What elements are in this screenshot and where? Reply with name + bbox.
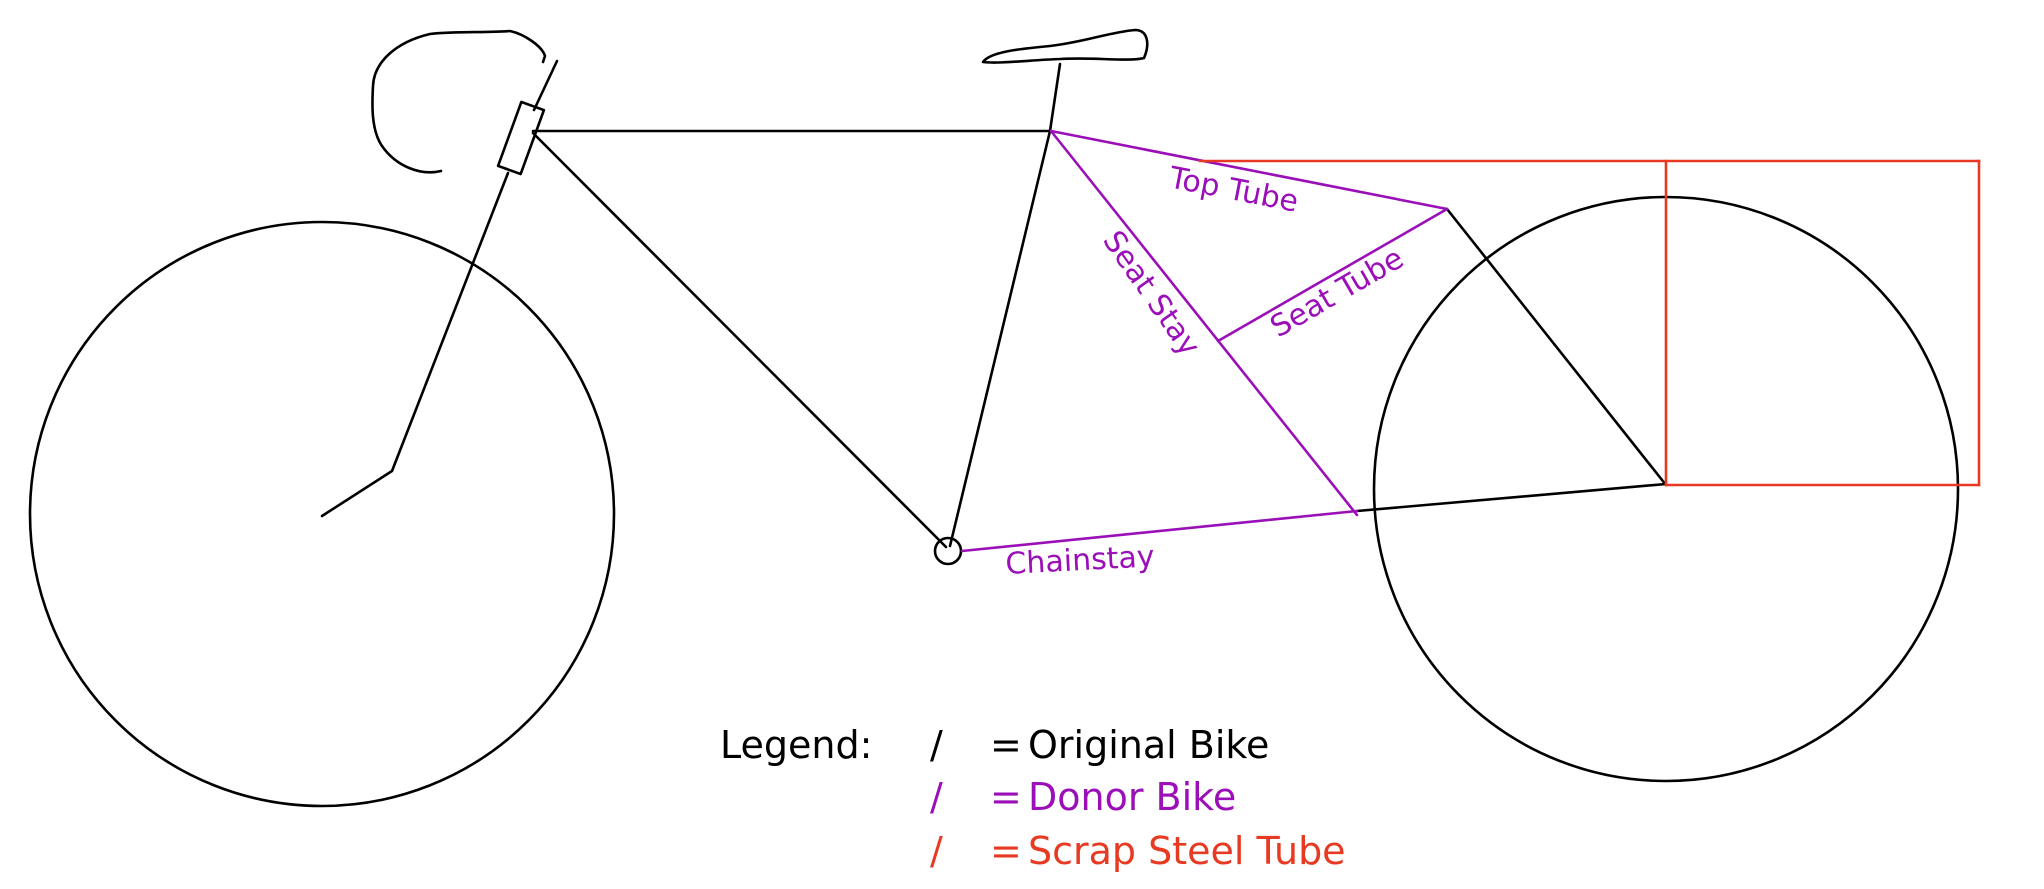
seat-post [1048,62,1062,133]
handlebar [371,29,547,174]
label-top-tube: Top Tube [1165,160,1301,219]
saddle [981,28,1149,64]
rear-seat-stay-original [1445,207,1668,487]
donor-chainstay [960,509,1359,553]
donor-top-tube [1049,129,1449,211]
rear-chainstay-original [1355,482,1668,513]
seat-tube-original [948,129,1052,548]
legend-title: Legend: [720,723,872,767]
legend-equals: = [990,723,1022,767]
legend-label: Scrap Steel Tube [1028,829,1346,873]
front-wheel [28,220,616,808]
bottom-bracket [933,536,963,566]
label-chainstay: Chainstay [1005,539,1156,582]
original-bike [28,28,1960,808]
legend-entry-donor: / = Donor Bike [930,775,1236,819]
donor-bike [960,129,1449,553]
legend-entry-original: / = Original Bike [930,723,1269,767]
legend-label: Original Bike [1028,723,1269,767]
legend: Legend: / = Original Bike / = Donor Bike… [720,723,1346,873]
fork [320,171,510,518]
donor-seat-stay [1049,129,1359,517]
label-seat-stay: Seat Stay [1095,225,1206,363]
head-tube [496,100,546,176]
stem [532,59,559,112]
legend-symbol: / [930,775,943,819]
legend-symbol: / [930,723,943,767]
down-tube [531,131,948,549]
donor-seat-tube [1216,207,1449,343]
legend-label: Donor Bike [1028,775,1236,819]
legend-equals: = [990,775,1022,819]
scrap-steel-tube [1198,159,1981,487]
legend-symbol: / [930,829,943,873]
legend-equals: = [990,829,1022,873]
label-seat-tube: Seat Tube [1265,241,1410,345]
legend-entry-scrap: / = Scrap Steel Tube [930,829,1346,873]
